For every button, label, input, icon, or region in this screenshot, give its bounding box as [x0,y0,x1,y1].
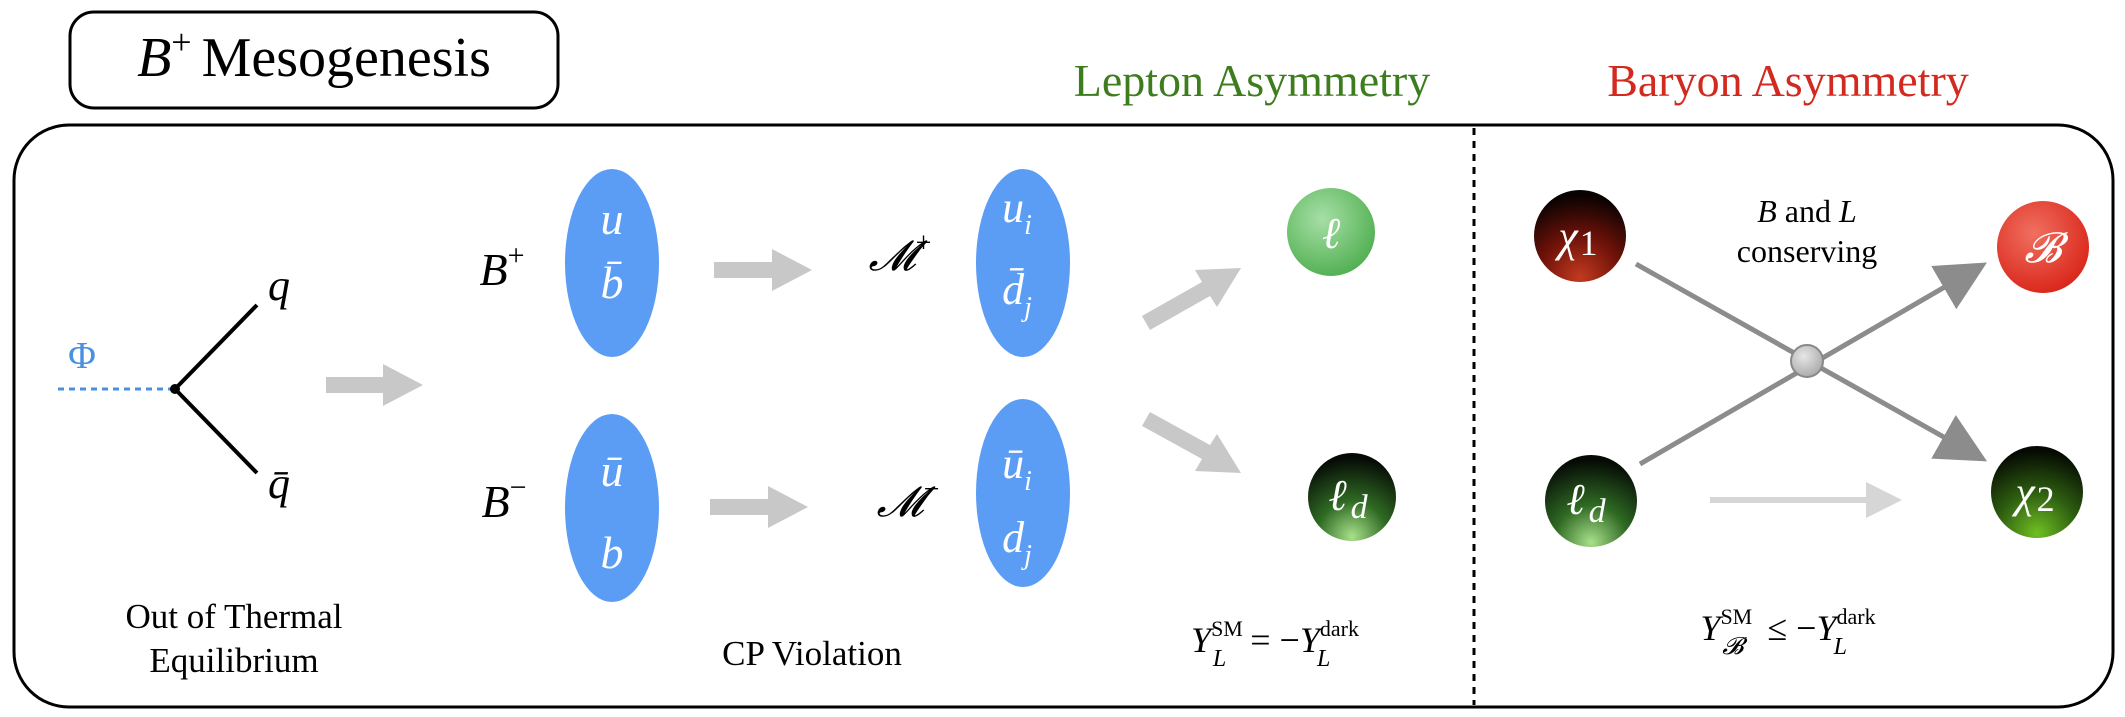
phi-label: Φ [68,335,96,377]
phi-decay-vertex [58,303,259,475]
b-minus-meson [565,414,659,602]
m-minus-meson [976,399,1070,587]
m-plus-meson [976,169,1070,357]
b-minus-quark-2: b [601,527,624,578]
lepton-symbol: ℓ [1322,209,1341,258]
block-arrow [326,364,423,406]
b-minus-label: B− [481,471,526,527]
chi2-ball [1991,446,2083,538]
quark-label: q [268,261,290,310]
b-plus-quark-1: u [601,193,624,244]
block-arrow [1142,268,1241,330]
chi1-ball [1534,190,1626,282]
b-plus-quark-2: b̄ [601,257,624,308]
block-arrow [714,249,812,291]
antiquark-label: q̄ [268,459,290,508]
m-plus-quark-1: ui [1002,183,1032,241]
main-frame [12,123,2115,709]
vertex-dot [170,384,180,394]
lepton-asymmetry-heading: Lepton Asymmetry [1074,55,1430,106]
vertex-note-line2: conserving [1737,233,1877,269]
b-minus-quark-1: ū [601,445,624,496]
b-plus-meson [565,169,659,357]
antiquark-line [173,387,259,475]
title-box [68,10,560,110]
dark-lepton-ball-right [1545,455,1637,547]
stage1-caption-line1: Out of Thermal [125,597,342,636]
lepton-ball [1287,188,1375,276]
chi1-symbol: χ1 [1554,212,1597,263]
baryon-ball [1997,201,2089,293]
m-minus-quark-2: dj [1002,513,1032,571]
interaction-vertex [1790,344,1824,378]
dark-lepton-ball [1308,453,1396,541]
baryon-asymmetry-heading: Baryon Asymmetry [1607,55,1969,106]
stage1-caption-line2: Equilibrium [149,641,318,680]
quark-line [173,303,259,391]
block-arrow [710,486,808,528]
chi2-symbol: χ2 [2011,468,2054,519]
b-plus-label: B+ [479,239,524,295]
cp-violation-caption: CP Violation [722,634,902,673]
m-plus-label: 𝓜+ [869,228,932,280]
m-minus-label: 𝓜− [877,474,940,526]
m-plus-quark-2: d̄j [1002,265,1032,323]
block-arrow [1142,412,1241,473]
m-minus-quark-1: ūi [1002,439,1032,497]
page-title: B+Mesogenesis [137,22,491,89]
